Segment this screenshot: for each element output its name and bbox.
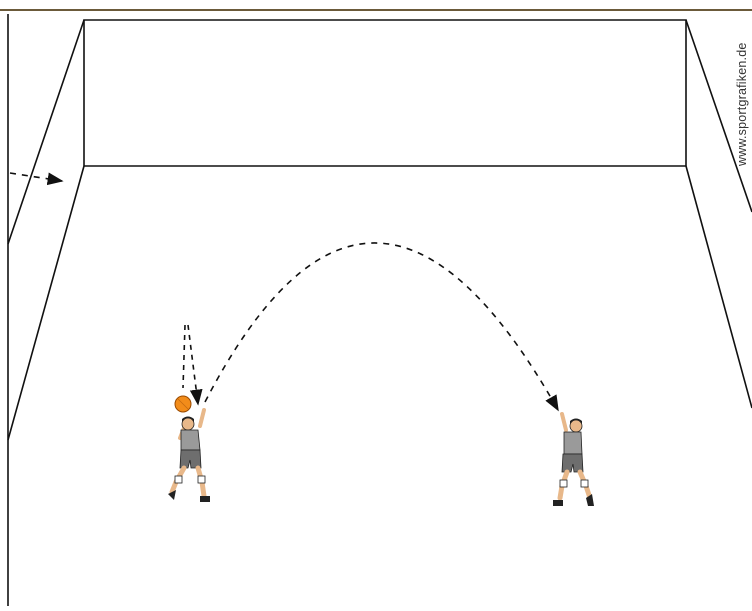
ball xyxy=(175,396,191,412)
front-wall xyxy=(84,20,686,166)
court-walls xyxy=(8,14,752,606)
watermark-text: www.sportgrafiken.de xyxy=(735,6,751,166)
player-left xyxy=(168,410,210,502)
player-right xyxy=(553,414,594,506)
left-wall-floor-edge xyxy=(8,166,84,440)
throw-arc xyxy=(205,243,558,410)
entry-arrow xyxy=(10,173,62,181)
left-wall-top-edge xyxy=(8,20,84,244)
right-wall-floor-edge xyxy=(686,166,752,408)
ball-bounce-path xyxy=(183,325,198,404)
